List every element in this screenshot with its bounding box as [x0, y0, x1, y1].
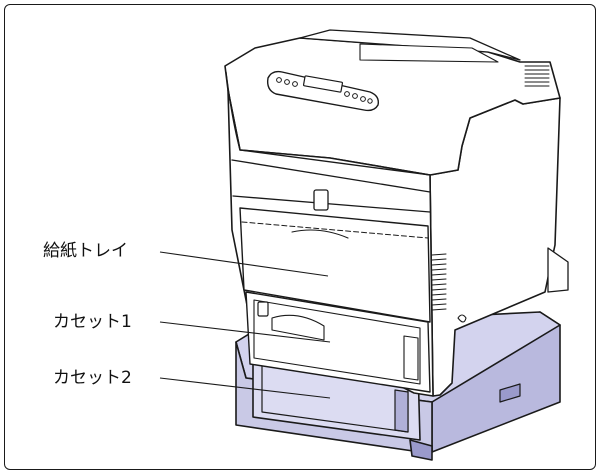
- leader-cassette1: [159, 321, 331, 343]
- label-cassette1: カセット1: [53, 312, 132, 332]
- leader-paper-tray: [159, 251, 329, 277]
- label-cassette2: カセット2: [53, 368, 132, 388]
- cassette1-unit: [245, 291, 431, 393]
- label-paper-tray: 給紙トレイ: [43, 241, 128, 261]
- printer-body: [224, 29, 569, 397]
- leader-cassette2: [159, 377, 331, 399]
- figure-frame: [4, 4, 596, 470]
